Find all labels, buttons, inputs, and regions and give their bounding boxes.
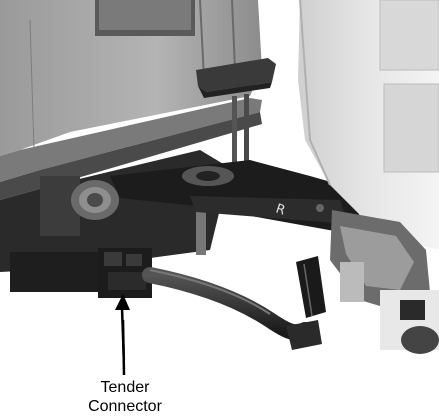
- svg-text:R: R: [274, 202, 287, 219]
- label-line-2: Connector: [88, 398, 162, 415]
- label-line-1: Tender: [100, 379, 150, 396]
- locomotive-tender-photo: R: [0, 0, 439, 360]
- step-bracket: [196, 58, 276, 176]
- locomotive-body: [298, 0, 439, 250]
- drawbar: R: [110, 160, 360, 232]
- loco-connector: [286, 256, 326, 350]
- tender-connector-label: Tender Connector: [70, 378, 180, 416]
- loco-coupler: [330, 210, 439, 354]
- tender-connector-plug: [98, 248, 152, 298]
- tender-body: [0, 0, 262, 200]
